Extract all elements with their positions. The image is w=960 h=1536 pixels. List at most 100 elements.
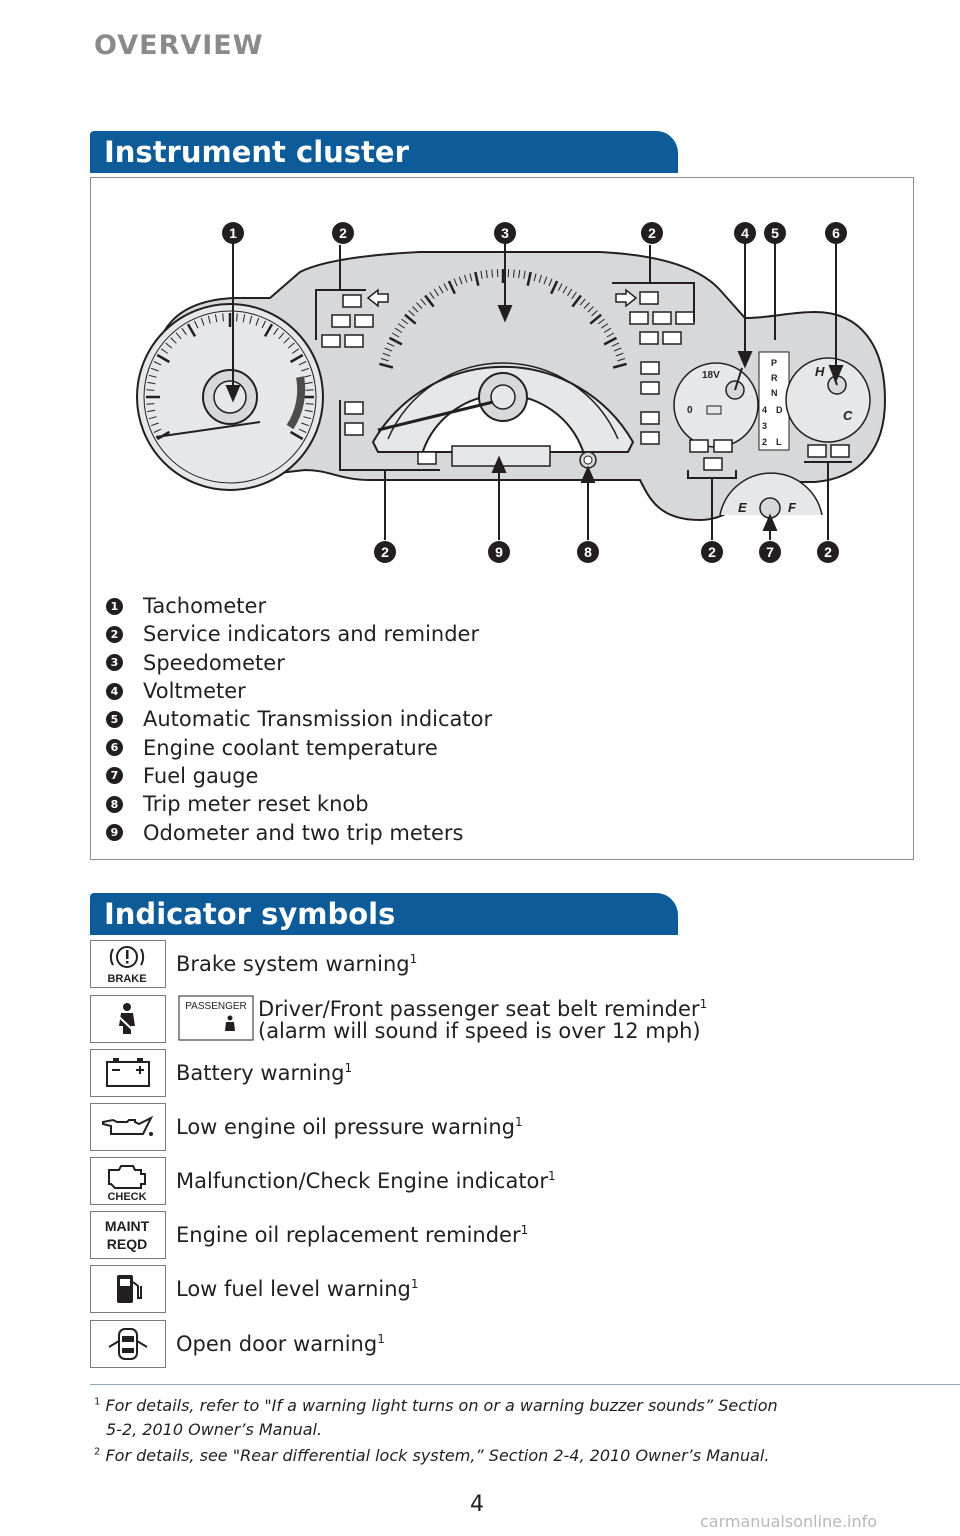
callout-number: 2	[339, 225, 347, 241]
fuel-pump-icon	[90, 1265, 166, 1313]
legend-number: 4	[106, 682, 123, 700]
callout-7	[759, 541, 781, 563]
brake-warning-icon: BRAKE	[90, 940, 166, 988]
callout-number: 2	[381, 544, 389, 560]
indicator-sublabel: (alarm will sound if speed is over 12 mp…	[258, 1019, 701, 1043]
legend-label: Voltmeter	[143, 679, 246, 704]
callout-number: 7	[766, 544, 774, 560]
gear-d: D	[776, 405, 783, 415]
oil-can-icon	[90, 1103, 166, 1151]
callout-number: 1	[229, 225, 237, 241]
fuel-empty-label: E	[738, 500, 747, 515]
legend-label: Automatic Transmission indicator	[143, 707, 493, 732]
legend-number: 2	[106, 625, 123, 643]
right-arrow-icon	[615, 288, 638, 308]
callout-2	[701, 541, 723, 563]
indicator-label: Engine oil replacement reminder1	[176, 1223, 529, 1247]
gear-3: 3	[762, 421, 767, 431]
seatbelt-icon	[90, 995, 166, 1043]
legend-label: Odometer and two trip meters	[143, 820, 464, 845]
legend-label: Speedometer	[143, 650, 285, 675]
right-gauge-pod: 18V 0 P R N 4 D 3 2 L H C E F	[673, 351, 871, 519]
indicator-label: Low fuel level warning1	[176, 1277, 419, 1301]
indicator-label: Low engine oil pressure warning1	[176, 1115, 523, 1139]
indicator-label: Battery warning1	[176, 1061, 353, 1085]
legend-label: Tachometer	[143, 594, 267, 619]
tachometer	[136, 303, 324, 491]
callout-number: 3	[501, 225, 509, 241]
callout-4	[734, 222, 756, 244]
callout-3	[494, 222, 516, 244]
callout-2	[641, 222, 663, 244]
gear-n: N	[771, 388, 778, 398]
legend-item: 8 Trip meter reset knob	[106, 790, 492, 818]
passenger-seatbelt-icon: PASSENGER	[178, 995, 254, 1043]
callout-2	[374, 541, 396, 563]
temp-hot-label: H	[815, 364, 825, 379]
temp-cold-label: C	[843, 408, 853, 423]
battery-icon	[90, 1049, 166, 1097]
svg-text:REQD: REQD	[107, 1236, 147, 1252]
instrument-cluster-diagram: 18V 0 P R N 4 D 3 2 L H C E F	[136, 222, 887, 563]
page-number: 4	[470, 1492, 484, 1517]
legend-item: 5 Automatic Transmission indicator	[106, 705, 492, 733]
legend-label: Service indicators and reminder	[143, 622, 480, 647]
svg-text:BRAKE: BRAKE	[107, 973, 146, 985]
callout-9	[488, 541, 510, 563]
svg-text:MAINT: MAINT	[105, 1218, 150, 1234]
callout-1	[222, 222, 244, 244]
callout-number: 5	[771, 225, 779, 241]
callout-number: 9	[495, 544, 503, 560]
callout-6	[825, 222, 847, 244]
callout-number: 8	[584, 544, 592, 560]
legend-item: 6 Engine coolant temperature	[106, 733, 492, 761]
indicator-symbols-title: Indicator symbols	[104, 897, 396, 931]
instrument-cluster-title: Instrument cluster	[104, 135, 409, 169]
fuel-full-label: F	[788, 500, 797, 515]
legend-item: 7 Fuel gauge	[106, 762, 492, 790]
legend-item: 1 Tachometer	[106, 592, 492, 620]
voltmeter-low-label: 0	[687, 405, 693, 416]
legend-number: 8	[106, 795, 123, 813]
indicator-label: Brake system warning1	[176, 952, 418, 976]
legend-label: Trip meter reset knob	[143, 792, 369, 817]
callout-2	[332, 222, 354, 244]
indicator-label: Driver/Front passenger seat belt reminde…	[258, 997, 708, 1021]
legend-item: 4 Voltmeter	[106, 677, 492, 705]
legend-item: 2 Service indicators and reminder	[106, 620, 492, 648]
callout-number: 2	[648, 225, 656, 241]
legend-number: 1	[106, 597, 123, 615]
indicator-label: Malfunction/Check Engine indicator1	[176, 1169, 556, 1193]
speedometer	[371, 269, 635, 453]
callout-number: 2	[824, 544, 832, 560]
callout-8	[577, 541, 599, 563]
watermark: carmanualsonline.info	[700, 1512, 878, 1531]
legend-number: 3	[106, 654, 123, 672]
legend-label: Engine coolant temperature	[143, 735, 438, 760]
callout-number: 2	[708, 544, 716, 560]
footnote-divider	[90, 1384, 960, 1385]
svg-text:CHECK: CHECK	[107, 1191, 146, 1203]
legend-number: 6	[106, 739, 123, 757]
voltmeter-high-label: 18V	[702, 370, 720, 381]
gear-4: 4	[762, 405, 767, 415]
gear-r: R	[771, 373, 778, 383]
callout-5	[764, 222, 786, 244]
legend-label: Fuel gauge	[143, 763, 259, 788]
left-arrow-icon	[366, 288, 389, 308]
legend-item: 9 Odometer and two trip meters	[106, 818, 492, 846]
callout-2	[817, 541, 839, 563]
callout-number: 6	[832, 225, 840, 241]
footnote-1: 1 For details, refer to "If a warning li…	[94, 1396, 778, 1415]
legend-number: 5	[106, 710, 123, 728]
indicator-symbols-header: Indicator symbols	[90, 893, 678, 935]
gear-l: L	[776, 437, 782, 447]
callout-number: 4	[741, 225, 749, 241]
gear-p: P	[771, 358, 777, 368]
instrument-cluster-header: Instrument cluster	[90, 131, 678, 173]
gear-2: 2	[762, 437, 767, 447]
legend-number: 9	[106, 824, 123, 842]
indicator-light-boxes	[321, 291, 850, 471]
legend-item: 3 Speedometer	[106, 649, 492, 677]
legend-number: 7	[106, 767, 123, 785]
